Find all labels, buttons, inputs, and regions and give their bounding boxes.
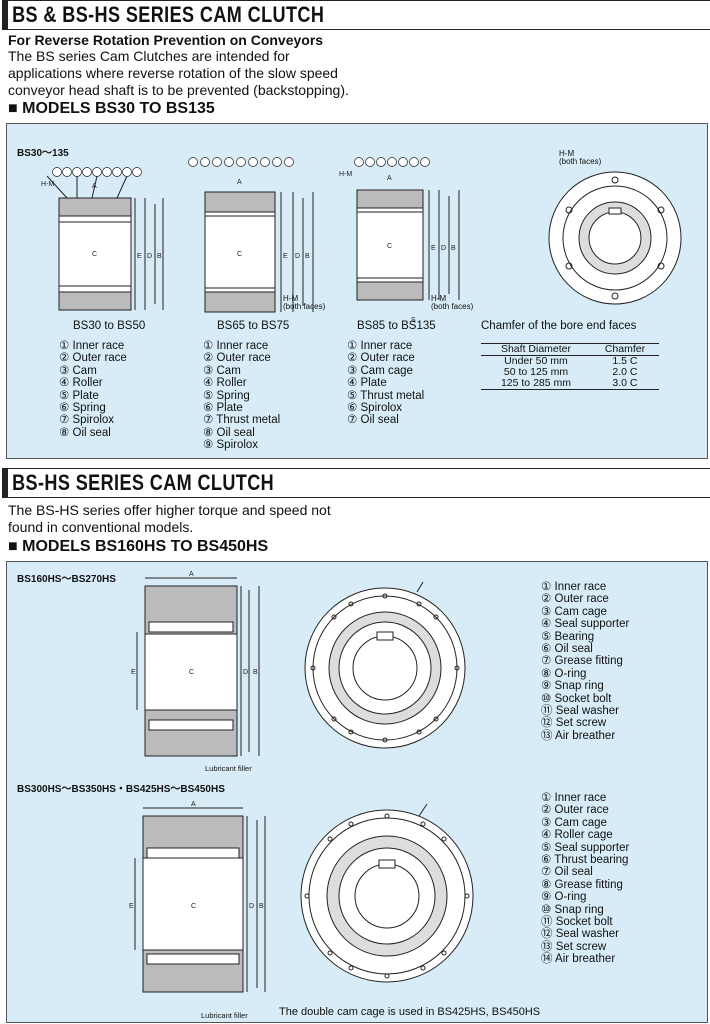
svg-text:E: E xyxy=(129,903,134,910)
caption-bs85-135: BS85 to BS135 xyxy=(357,320,436,332)
svg-text:A: A xyxy=(189,571,194,578)
svg-text:C: C xyxy=(189,669,194,676)
svg-text:A: A xyxy=(237,179,242,186)
models-heading: ■ MODELS BS30 TO BS135 xyxy=(8,100,215,117)
chamfer-header-shaft: Shaft Diameter xyxy=(481,343,591,356)
svg-text:H-M: H-M xyxy=(339,171,352,178)
svg-text:A: A xyxy=(387,175,392,182)
svg-text:E: E xyxy=(131,669,136,676)
svg-text:D: D xyxy=(249,903,254,910)
hs-range2-label: BS300HS～BS350HS・BS425HS～BS450HS xyxy=(17,784,225,795)
double-cam-note: The double cam cage is used in BS425HS, … xyxy=(279,1006,541,1018)
dim-a-label: A xyxy=(92,183,97,190)
chamfer-caption: Chamfer of the bore end faces xyxy=(481,320,637,332)
dim-e-label: E xyxy=(137,253,142,260)
svg-text:B: B xyxy=(253,669,258,676)
hs-series-panel: BS160HS～BS270HS BS300HS～BS350HS・BS425HS～… xyxy=(6,561,708,1023)
dim-b-label: B xyxy=(157,253,162,260)
bs300-450hs-section-drawing: A C E D B xyxy=(129,801,266,993)
svg-text:D: D xyxy=(441,245,446,252)
hm-both-faces-4: H-M(both faces) xyxy=(559,149,602,166)
bs85-135-section-drawing: A C E D B S H-M xyxy=(339,157,460,324)
dim-d-label: D xyxy=(147,253,152,260)
svg-text:B: B xyxy=(259,903,264,910)
hs-intro-text: The BS-HS series offer higher torque and… xyxy=(8,502,331,535)
hm-both-faces-2: H-M(both faces) xyxy=(283,294,326,311)
svg-text:C: C xyxy=(387,243,392,250)
bs-series-panel: BS30～135 A C xyxy=(6,123,708,459)
svg-text:C: C xyxy=(237,251,242,258)
subtitle: For Reverse Rotation Prevention on Conve… xyxy=(8,32,324,48)
svg-text:E: E xyxy=(431,245,436,252)
lubricant-filler-label-2: Lubricant filler xyxy=(201,1011,248,1020)
chamfer-header-chamfer: Chamfer xyxy=(590,343,659,356)
hs-title: BS-HS SERIES CAM CLUTCH xyxy=(12,470,275,495)
bs160-270hs-section-drawing: A C E D B xyxy=(131,571,260,757)
bs-range-label: BS30～135 xyxy=(17,148,69,159)
bs300-450hs-front-view xyxy=(300,803,474,983)
hs-title-bar: BS-HS SERIES CAM CLUTCH xyxy=(2,468,710,498)
bs160-270hs-front-view xyxy=(304,581,466,749)
hs-models-heading: ■ MODELS BS160HS TO BS450HS xyxy=(8,538,269,555)
caption-bs30-50: BS30 to BS50 xyxy=(73,320,146,332)
svg-text:S: S xyxy=(411,317,416,324)
page-title-bar: BS & BS-HS SERIES CAM CLUTCH xyxy=(2,0,710,30)
bs30-50-section-drawing: A C E D B H-M xyxy=(41,167,164,311)
svg-text:D: D xyxy=(295,253,300,260)
dim-c-label: C xyxy=(92,251,97,258)
svg-text:D: D xyxy=(243,669,248,676)
bs65-75-section-drawing: A C E D B xyxy=(188,157,314,313)
svg-text:B: B xyxy=(305,253,310,260)
svg-text:A: A xyxy=(191,801,196,808)
page-title: BS & BS-HS SERIES CAM CLUTCH xyxy=(12,2,325,27)
bs-front-view-drawing xyxy=(548,171,682,305)
lubricant-filler-label-1: Lubricant filler xyxy=(205,764,252,773)
hm-both-faces-3: H-M(both faces) xyxy=(431,294,474,311)
hm-label: H-M xyxy=(41,181,54,188)
intro-text: The BS series Cam Clutches are intended … xyxy=(8,48,349,98)
caption-bs65-75: BS65 to BS75 xyxy=(217,320,290,332)
svg-text:E: E xyxy=(283,253,288,260)
hs-range1-label: BS160HS～BS270HS xyxy=(17,574,116,585)
svg-text:B: B xyxy=(451,245,456,252)
svg-text:C: C xyxy=(191,903,196,910)
